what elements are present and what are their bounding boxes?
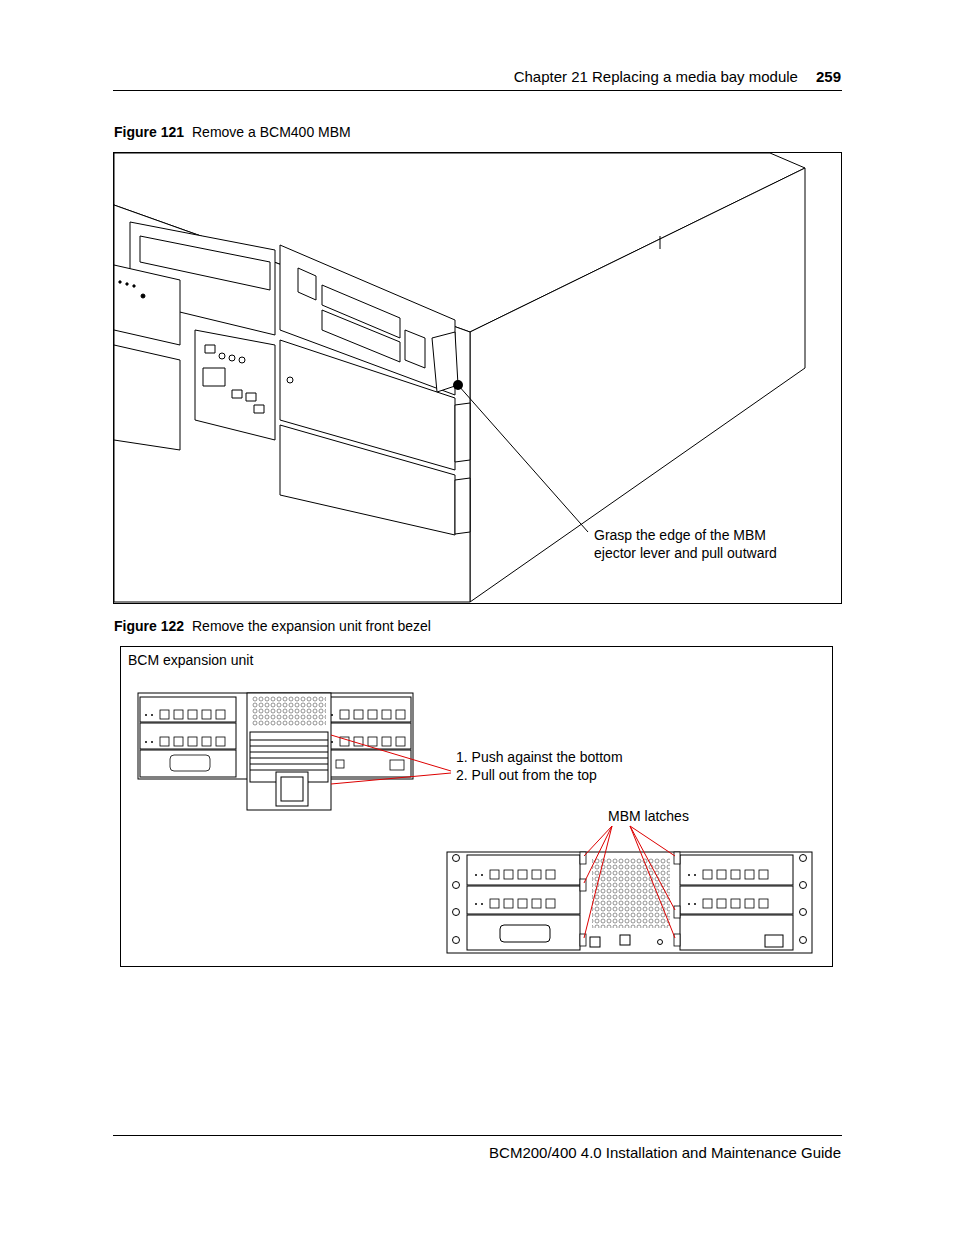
figure-title: Remove the expansion unit front bezel — [192, 617, 431, 635]
page-number: 259 — [816, 68, 841, 86]
book-title: BCM200/400 4.0 Installation and Maintena… — [489, 1144, 841, 1162]
figure-title: Remove a BCM400 MBM — [192, 123, 351, 141]
chapter-header: Chapter 21 Replacing a media bay module — [514, 68, 798, 86]
figure-number: Figure 121 — [114, 123, 184, 141]
figure-frame: Figure 122Remove the expansion unit fron… — [120, 646, 833, 967]
callout-text: MBM latches — [608, 807, 689, 825]
figure-frame: Figure 121Remove a BCM400 MBMGrasp the e… — [113, 152, 842, 604]
callout-text: 1. Push against the bottom 2. Pull out f… — [456, 748, 636, 784]
unit-label: BCM expansion unit — [128, 651, 253, 669]
callout-text: Grasp the edge of the MBM ejector lever … — [594, 526, 799, 562]
figure-number: Figure 122 — [114, 617, 184, 635]
